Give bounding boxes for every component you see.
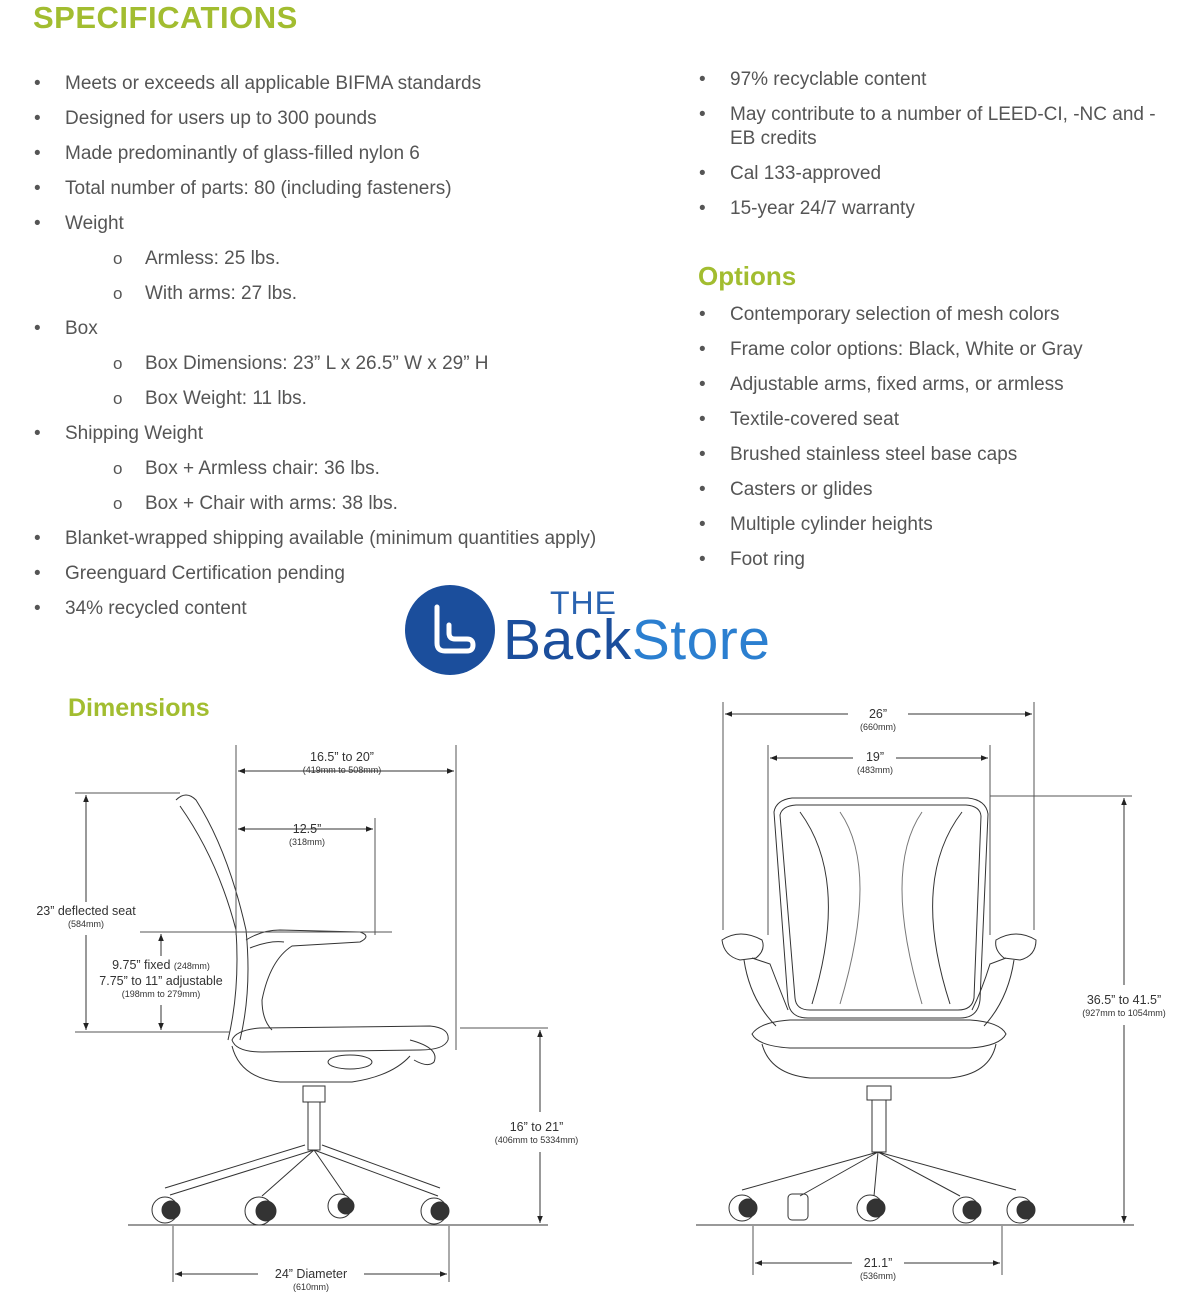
spec-item: Meets or exceeds all applicable BIFMA st…	[34, 72, 596, 96]
option-item: Textile-covered seat	[699, 408, 1083, 432]
overall-height-label: 36.5” to 41.5” (927mm to 1054mm)	[1082, 993, 1166, 1018]
spec-item: 97% recyclable content	[699, 68, 1169, 92]
spec-item: 15-year 24/7 warranty	[699, 197, 1169, 221]
logo-name-text: BackStore	[503, 607, 770, 673]
spec-item: Made predominantly of glass-filled nylon…	[34, 142, 596, 166]
spec-subitem: Box + Chair with arms: 38 lbs.	[34, 492, 596, 516]
base-width-label: 21.1” (536mm)	[859, 1256, 896, 1281]
spec-item: Shipping Weight	[34, 422, 596, 446]
spec-item: Box	[34, 317, 596, 341]
arm-height-label: 9.75” fixed (248mm) 7.75” to 11” adjusta…	[99, 958, 223, 999]
dimensions-heading: Dimensions	[68, 694, 210, 722]
base-diameter-label: 24” Diameter (610mm)	[274, 1267, 348, 1292]
front-view-chair	[696, 797, 1134, 1226]
options-heading: Options	[698, 261, 797, 291]
logo-the-text: THE	[550, 585, 617, 621]
specifications-heading: SPECIFICATIONS	[33, 0, 298, 35]
options-list: Contemporary selection of mesh colors Fr…	[699, 303, 1083, 583]
spec-item: May contribute to a number of LEED-CI, -…	[699, 103, 1170, 151]
spec-subitem: With arms: 27 lbs.	[34, 282, 596, 306]
logo-store-text: Store	[631, 608, 771, 672]
spec-subitem: Box Dimensions: 23” L x 26.5” W x 29” H	[34, 352, 596, 376]
spec-item: Total number of parts: 80 (including fas…	[34, 177, 596, 201]
spec-item: Designed for users up to 300 pounds	[34, 107, 596, 131]
logo-back-text: Back	[503, 608, 632, 672]
spec-item: Blanket-wrapped shipping available (mini…	[34, 527, 596, 551]
spec-item: 34% recycled content	[34, 597, 596, 621]
side-depth-label: 16.5” to 20” (419mm to 508mm)	[302, 750, 382, 775]
deflected-seat-label: 23” deflected seat (584mm)	[36, 904, 136, 929]
side-view-chair	[128, 794, 548, 1226]
seat-height-label: 16” to 21” (406mm to 5334mm)	[494, 1120, 579, 1145]
seat-depth-label: 12.5” (318mm)	[288, 822, 325, 847]
overall-width-label: 26” (660mm)	[859, 707, 896, 732]
spec-list-right: 97% recyclable content May contribute to…	[699, 68, 1169, 232]
spec-subitem: Box + Armless chair: 36 lbs.	[34, 457, 596, 481]
spec-subitem: Armless: 25 lbs.	[34, 247, 596, 271]
spec-list-left: Meets or exceeds all applicable BIFMA st…	[34, 72, 596, 632]
the-back-store-logo: THE BackStore	[403, 585, 853, 675]
option-item: Foot ring	[699, 548, 1083, 572]
option-item: Frame color options: Black, White or Gra…	[699, 338, 1083, 362]
inner-width-label: 19” (483mm)	[856, 750, 893, 775]
option-item: Multiple cylinder heights	[699, 513, 1083, 537]
spec-item: Greenguard Certification pending	[34, 562, 596, 586]
option-item: Contemporary selection of mesh colors	[699, 303, 1083, 327]
option-item: Casters or glides	[699, 478, 1083, 502]
option-item: Adjustable arms, fixed arms, or armless	[699, 373, 1083, 397]
spec-item: Weight	[34, 212, 596, 236]
spec-item: Cal 133-approved	[699, 162, 1169, 186]
option-item: Brushed stainless steel base caps	[699, 443, 1083, 467]
spec-subitem: Box Weight: 11 lbs.	[34, 387, 596, 411]
back-chair-logo-icon	[405, 585, 495, 675]
